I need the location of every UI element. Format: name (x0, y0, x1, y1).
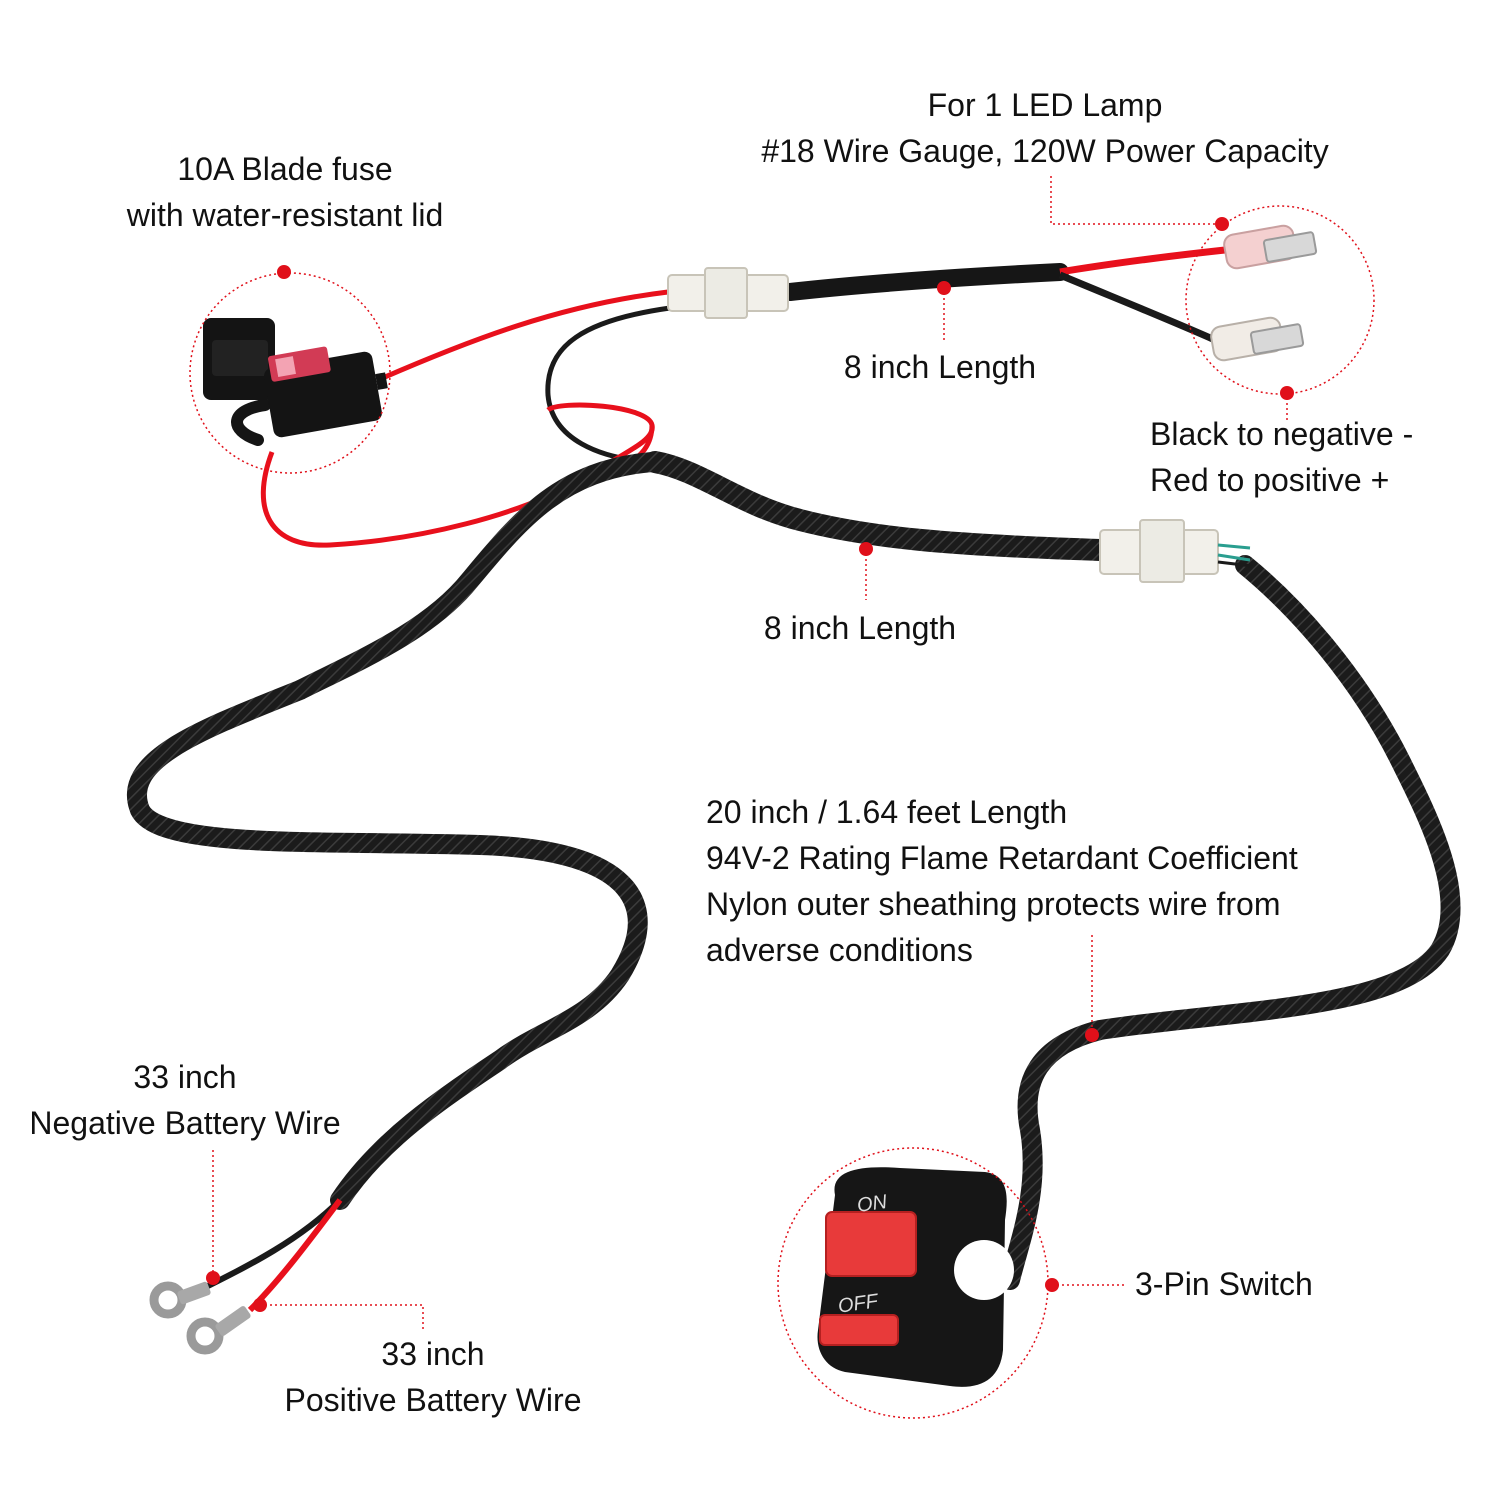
middle-length-text: 8 inch Length (763, 610, 957, 646)
spade-terminal-red (1223, 224, 1318, 270)
harness-spec-line3: Nylon outer sheathing protects wire from (706, 886, 1281, 922)
negative-wire-line2: Negative Battery Wire (29, 1105, 341, 1141)
spade-terminal-black (1210, 316, 1305, 362)
top-length-label: 8 inch Length (820, 344, 1060, 390)
negative-ring-terminal (149, 1281, 211, 1319)
lamp-label-line2: #18 Wire Gauge, 120W Power Capacity (761, 133, 1329, 169)
lamp-black-wire (1058, 271, 1217, 344)
positive-wire-line1: 33 inch (381, 1336, 485, 1372)
polarity-label: Black to negative - Red to positive + (1150, 411, 1413, 503)
lamp-lead-sheath (781, 263, 1069, 301)
harness-sheath-middle (644, 451, 1111, 561)
callout-leaders (212, 176, 1288, 1330)
top-length-text: 8 inch Length (843, 349, 1037, 385)
fuse-label-line2: with water-resistant lid (126, 197, 444, 233)
negative-battery-lead (198, 1197, 343, 1293)
harness-spec-label: 20 inch / 1.64 feet Length 94V-2 Rating … (706, 789, 1298, 973)
harness-sheath-right (1000, 555, 1461, 1290)
red-fuse-to-connector-wire (377, 289, 669, 383)
negative-wire-line1: 33 inch (133, 1059, 237, 1095)
harness-sheath-left (127, 452, 662, 1210)
harness-spec-line2: 94V-2 Rating Flame Retardant Coefficient (706, 840, 1298, 876)
three-pin-switch: ON OFF (817, 1167, 1014, 1387)
lamp-red-wire (1059, 246, 1226, 276)
positive-ring-terminal (186, 1306, 251, 1355)
harness-spec-line1: 20 inch / 1.64 feet Length (706, 794, 1068, 830)
lamp-terminals-callout-circle (1185, 205, 1375, 395)
lamp-label: For 1 LED Lamp #18 Wire Gauge, 120W Powe… (700, 82, 1390, 174)
switch-on-label: ON (856, 1191, 889, 1217)
positive-wire-label: 33 inch Positive Battery Wire (250, 1331, 616, 1423)
lamp-label-line1: For 1 LED Lamp (927, 87, 1163, 123)
positive-wire-line2: Positive Battery Wire (284, 1382, 582, 1418)
fuse-label-line1: 10A Blade fuse (177, 151, 393, 187)
fuse-label: 10A Blade fuse with water-resistant lid (100, 146, 470, 238)
callout-dots (206, 217, 1294, 1312)
polarity-label-line2: Red to positive + (1150, 462, 1390, 498)
switch-label: 3-Pin Switch (1135, 1261, 1313, 1307)
lamp-connector (667, 267, 789, 319)
negative-wire-label: 33 inch Negative Battery Wire (0, 1054, 370, 1146)
black-lead-wire (545, 305, 671, 465)
middle-length-label: 8 inch Length (740, 605, 980, 651)
harness-spec-line4: adverse conditions (706, 932, 973, 968)
blade-fuse-holder (203, 318, 388, 446)
polarity-label-line1: Black to negative - (1150, 416, 1414, 452)
switch-connector (1099, 519, 1253, 583)
switch-label-text: 3-Pin Switch (1135, 1266, 1313, 1302)
